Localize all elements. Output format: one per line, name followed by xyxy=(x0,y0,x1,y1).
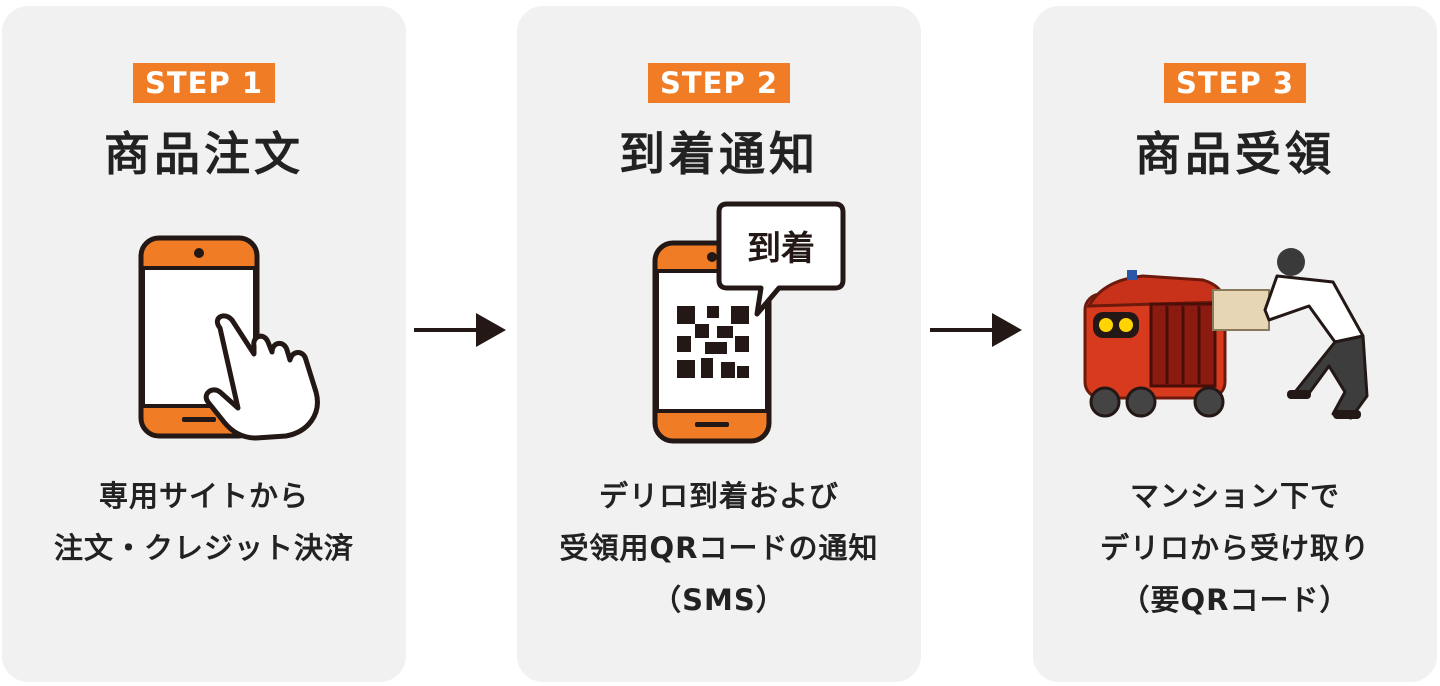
step-badge: STEP 1 xyxy=(132,63,276,103)
desc-line: （SMS） xyxy=(652,583,786,617)
desc-line: 専用サイトから xyxy=(98,479,309,513)
step-description: デリロ到着および 受領用QRコードの通知 （SMS） xyxy=(517,470,921,626)
step-badge: STEP 3 xyxy=(1163,63,1307,103)
step-title: 商品受領 xyxy=(1135,127,1335,181)
smartphone-tap-icon xyxy=(138,235,320,441)
arrow-right-icon xyxy=(930,313,1022,347)
person-receiving-icon xyxy=(1263,248,1369,420)
desc-line: デリロ到着および xyxy=(598,479,839,513)
desc-line: マンション下で xyxy=(1129,479,1340,513)
arrow-right-icon xyxy=(414,313,506,347)
step-badge: STEP 2 xyxy=(647,63,791,103)
step-title: 到着通知 xyxy=(619,127,819,181)
step-description: マンション下で デリロから受け取り （要QRコード） xyxy=(1033,470,1437,626)
step-description: 専用サイトから 注文・クレジット決済 xyxy=(2,470,406,574)
desc-line: 注文・クレジット決済 xyxy=(53,531,354,565)
desc-line: デリロから受け取り xyxy=(1099,531,1370,565)
step-3-card: STEP 3 商品受領 マンション下で デリロから受け取り （要 xyxy=(1033,6,1437,682)
step-1-card: STEP 1 商品注文 専用サイトから 注文・クレジット決済 xyxy=(2,6,406,682)
desc-line: （要QRコード） xyxy=(1120,583,1350,617)
bubble-text: 到着 xyxy=(747,229,815,269)
step-title: 商品注文 xyxy=(104,127,304,181)
delivery-robot-icon xyxy=(1083,248,1369,420)
desc-line: 受領用QRコードの通知 xyxy=(559,531,879,565)
step-2-card: STEP 2 到着通知 到着 デリロ到着および 受領用QRコードの通知 （SM xyxy=(517,6,921,682)
smartphone-qr-icon: 到着 xyxy=(652,201,846,444)
